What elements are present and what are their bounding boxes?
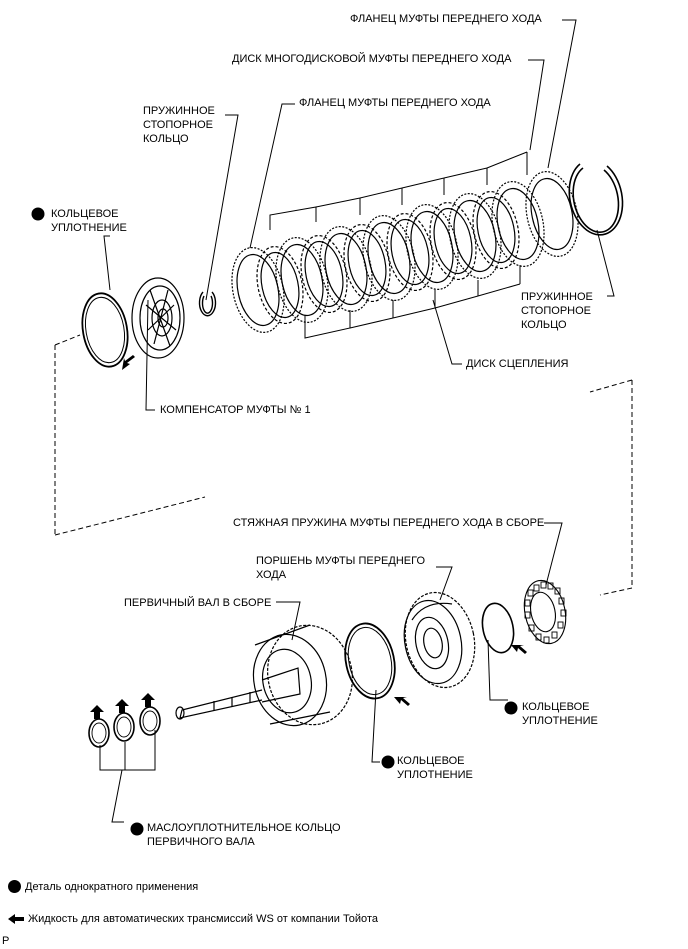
atf-arrow-icon [115, 699, 129, 713]
label-return-spring: СТЯЖНАЯ ПРУЖИНА МУФТЫ ПЕРЕДНЕГО ХОДА В С… [233, 517, 545, 529]
atf-arrow-icon [122, 355, 135, 370]
legend-non-reusable: Деталь однократного применения [8, 879, 199, 894]
label-flange-top: ФЛАНЕЦ МУФТЫ ПЕРЕДНЕГО ХОДА [350, 13, 542, 25]
clutch-piston [403, 591, 476, 689]
label-oil-seal-ring: МАСЛОУПЛОТНИТЕЛЬНОЕ КОЛЬЦО ПЕРВИЧНОГО ВА… [147, 822, 341, 848]
snap-ring-small [198, 291, 217, 317]
label-o-ring-bottom: КОЛЬЦЕВОЕ УПЛОТНЕНИЕ [397, 755, 473, 781]
filled-circle-icon [504, 701, 518, 715]
label-o-ring-top: КОЛЬЦЕВОЕ УПЛОТНЕНИЕ [51, 208, 127, 234]
label-snap-ring-right: ПРУЖИННОЕ СТОПОРНОЕ КОЛЬЦО [521, 291, 593, 331]
input-shaft-assembly [175, 624, 353, 727]
legend-atf: Жидкость для автоматических трансмиссий … [8, 912, 378, 926]
atf-arrow-icon [511, 645, 527, 654]
oil-seal-rings [88, 706, 161, 748]
flange-bracket [269, 151, 528, 230]
label-clutch-disc: ДИСК СЦЕПЛЕНИЯ [466, 358, 569, 370]
clutch-disc-bracket [304, 265, 521, 339]
left-arrow-icon [8, 914, 24, 925]
label-multidisc: ДИСК МНОГОДИСКОВОЙ МУФТЫ ПЕРЕДНЕГО ХОДА [232, 53, 512, 65]
o-ring-compensator [81, 292, 129, 368]
label-snap-ring-left: ПРУЖИННОЕ СТОПОРНОЕ КОЛЬЦО [143, 105, 215, 145]
legend-non-reusable-text: Деталь однократного применения [25, 881, 199, 893]
o-ring-piston-outer [344, 622, 396, 700]
return-spring-assembly [523, 579, 567, 645]
atf-arrow-icon [90, 705, 104, 719]
non-reusable-dot-icons [31, 207, 518, 836]
atf-arrow-icon [394, 697, 410, 706]
corner-mark: P [2, 935, 10, 947]
compensator [131, 277, 185, 359]
assembly-guide-dashed [54, 334, 633, 596]
label-o-ring-right: КОЛЬЦЕВОЕ УПЛОТНЕНИЕ [522, 701, 598, 727]
label-flange-mid: ФЛАНЕЦ МУФТЫ ПЕРЕДНЕГО ХОДА [299, 97, 491, 109]
filled-circle-icon [8, 879, 21, 893]
leader-lines [99, 19, 615, 823]
filled-circle-icon [31, 207, 45, 221]
atf-arrow-icon [141, 693, 155, 707]
filled-circle-icon [130, 822, 144, 836]
atf-arrow-icons [90, 355, 527, 719]
label-input-shaft: ПЕРВИЧНЫЙ ВАЛ В СБОРЕ [124, 597, 272, 609]
snap-ring-large [568, 163, 624, 236]
filled-circle-icon [381, 755, 395, 769]
legend-atf-text: Жидкость для автоматических трансмиссий … [28, 913, 378, 925]
o-ring-piston-inner [481, 602, 515, 654]
label-piston: ПОРШЕНЬ МУФТЫ ПЕРЕДНЕГО ХОДА [256, 555, 426, 581]
label-compensator: КОМПЕНСАТОР МУФТЫ № 1 [160, 404, 311, 416]
